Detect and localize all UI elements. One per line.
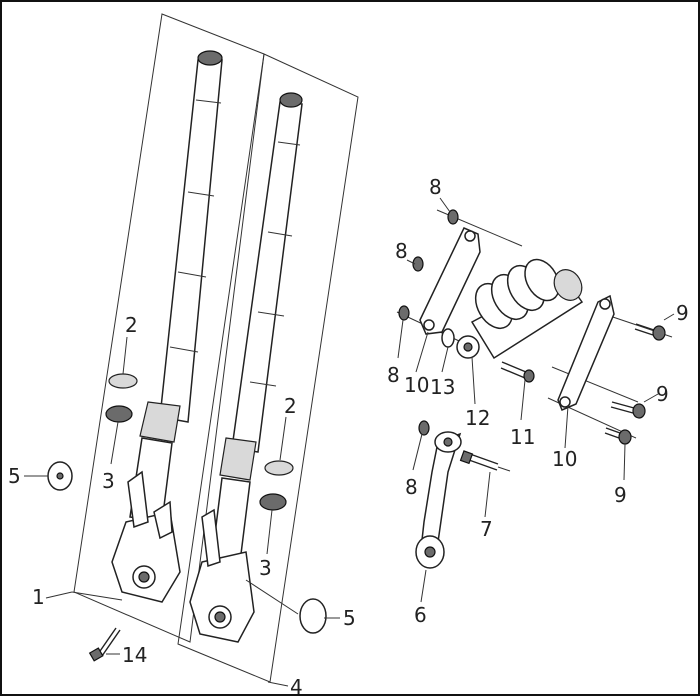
nut-8-low bbox=[418, 420, 430, 436]
right-oil-seal-2 bbox=[264, 460, 294, 476]
leader-lines bbox=[24, 197, 675, 687]
nut-8-mid bbox=[412, 256, 424, 272]
bolt-14 bbox=[88, 627, 121, 662]
callout-3-left: 3 bbox=[102, 469, 115, 493]
right-bracket-10 bbox=[557, 294, 615, 411]
callout-8-low: 8 bbox=[405, 475, 418, 499]
right-fork-cap bbox=[279, 92, 303, 108]
left-bracket-10 bbox=[419, 227, 481, 335]
callout-9-top: 9 bbox=[676, 301, 689, 325]
callout-5-left: 5 bbox=[8, 464, 21, 488]
callout-11: 11 bbox=[510, 425, 535, 449]
right-fork-leg bbox=[177, 53, 359, 683]
bolt-9-mid bbox=[610, 401, 646, 419]
callout-3-right: 3 bbox=[259, 556, 272, 580]
left-dust-seal-3 bbox=[105, 405, 133, 423]
callout-14: 14 bbox=[122, 643, 147, 667]
callout-8-mid: 8 bbox=[395, 239, 408, 263]
right-fork-axle-bracket bbox=[189, 551, 255, 643]
callout-2-right: 2 bbox=[284, 394, 297, 418]
callout-2-left: 2 bbox=[125, 313, 138, 337]
bolt-9-top bbox=[634, 323, 666, 341]
right-dust-seal-3 bbox=[259, 493, 287, 511]
nut-8-top bbox=[447, 209, 459, 225]
callout-10-left: 10 bbox=[404, 373, 429, 397]
nut-8-left bbox=[398, 305, 410, 321]
left-fork-group-outline bbox=[73, 13, 265, 643]
washer-13 bbox=[441, 328, 455, 348]
bolt-7 bbox=[459, 450, 511, 472]
callout-8-left: 8 bbox=[387, 363, 400, 387]
rear-shock-assembly bbox=[396, 209, 673, 445]
link-rod-6 bbox=[415, 431, 462, 569]
callout-4: 4 bbox=[290, 675, 303, 698]
callout-9-mid: 9 bbox=[656, 382, 669, 406]
callout-9-low: 9 bbox=[614, 483, 627, 507]
left-fork-leg bbox=[73, 13, 265, 643]
bolt-11 bbox=[500, 361, 535, 383]
callout-7: 7 bbox=[480, 517, 493, 541]
callout-13: 13 bbox=[430, 375, 455, 399]
left-fork-cap bbox=[197, 50, 223, 66]
left-oil-seal-2 bbox=[108, 373, 138, 389]
callout-12: 12 bbox=[465, 406, 490, 430]
callout-8-top: 8 bbox=[429, 175, 442, 199]
bolt-9-low bbox=[604, 427, 632, 445]
callout-5-right: 5 bbox=[343, 606, 356, 630]
callout-numbers: 1 2 3 2 3 4 5 5 6 7 8 8 8 8 9 9 9 10 10 … bbox=[8, 175, 689, 698]
shock-absorber-12 bbox=[456, 258, 584, 360]
callout-1: 1 bbox=[32, 585, 45, 609]
fork-seal-parts bbox=[47, 373, 327, 662]
callout-6: 6 bbox=[414, 603, 427, 627]
callout-10-right: 10 bbox=[552, 447, 577, 471]
right-cap-5 bbox=[299, 598, 327, 634]
